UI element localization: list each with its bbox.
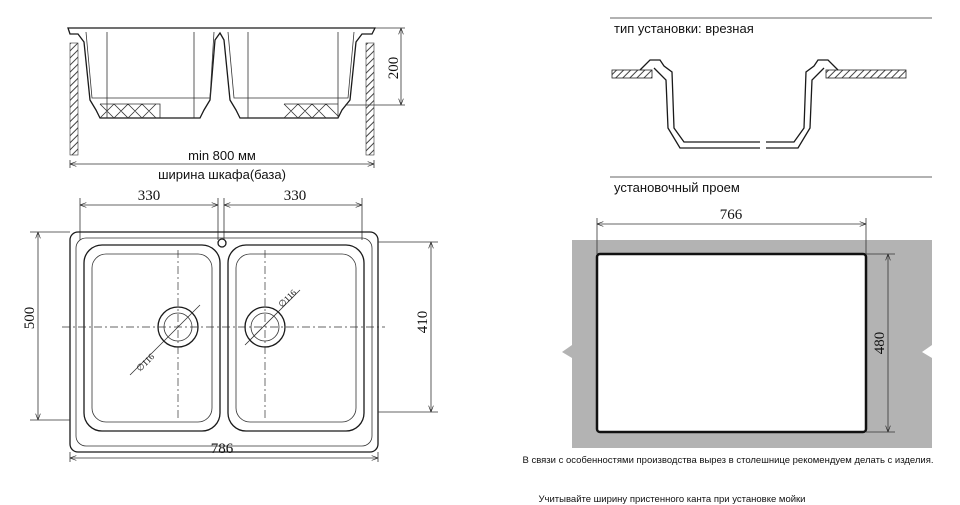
side-view: 200 min 800 мм ширина шкафа(база) bbox=[67, 27, 405, 182]
cabinet-wall-right bbox=[365, 42, 375, 156]
sink-profile bbox=[67, 27, 377, 119]
top-view: 330 330 ∅116 ∅116 500 410 786 bbox=[22, 188, 438, 462]
install-type-label: тип установки: врезная bbox=[614, 21, 754, 36]
cutout-label: установочный проем bbox=[614, 180, 740, 195]
right-drain-diameter: ∅116 bbox=[276, 287, 298, 309]
left-bowl bbox=[83, 244, 221, 432]
min-width-label: min 800 мм bbox=[188, 148, 256, 163]
right-bowl bbox=[227, 244, 365, 432]
overall-depth: 500 bbox=[22, 307, 38, 330]
faucet-hole bbox=[217, 238, 227, 248]
left-bowl-width: 330 bbox=[138, 188, 161, 204]
bowl-depth: 410 bbox=[415, 311, 431, 334]
cabinet-wall-left bbox=[69, 42, 79, 156]
sink-outline bbox=[69, 231, 379, 453]
cutout-section: 766 480 bbox=[562, 207, 932, 448]
cabinet-width-label: ширина шкафа(база) bbox=[158, 167, 286, 182]
cutout-width: 766 bbox=[720, 207, 743, 223]
install-type-section: тип установки: врезная установочный прое… bbox=[610, 17, 932, 195]
cutout-opening bbox=[595, 252, 868, 434]
depth-label: 200 bbox=[386, 57, 402, 80]
left-drain-diameter: ∅116 bbox=[134, 351, 156, 373]
edge-note: Учитывайте ширину пристенного канта при … bbox=[539, 494, 806, 505]
cutout-note: В связи с особенностями производства выр… bbox=[522, 455, 933, 466]
overall-width: 786 bbox=[211, 441, 234, 457]
right-bowl-width: 330 bbox=[284, 188, 307, 204]
cross-section-right bbox=[766, 59, 839, 143]
cutout-depth: 480 bbox=[872, 332, 888, 355]
cross-section-left bbox=[639, 59, 760, 143]
